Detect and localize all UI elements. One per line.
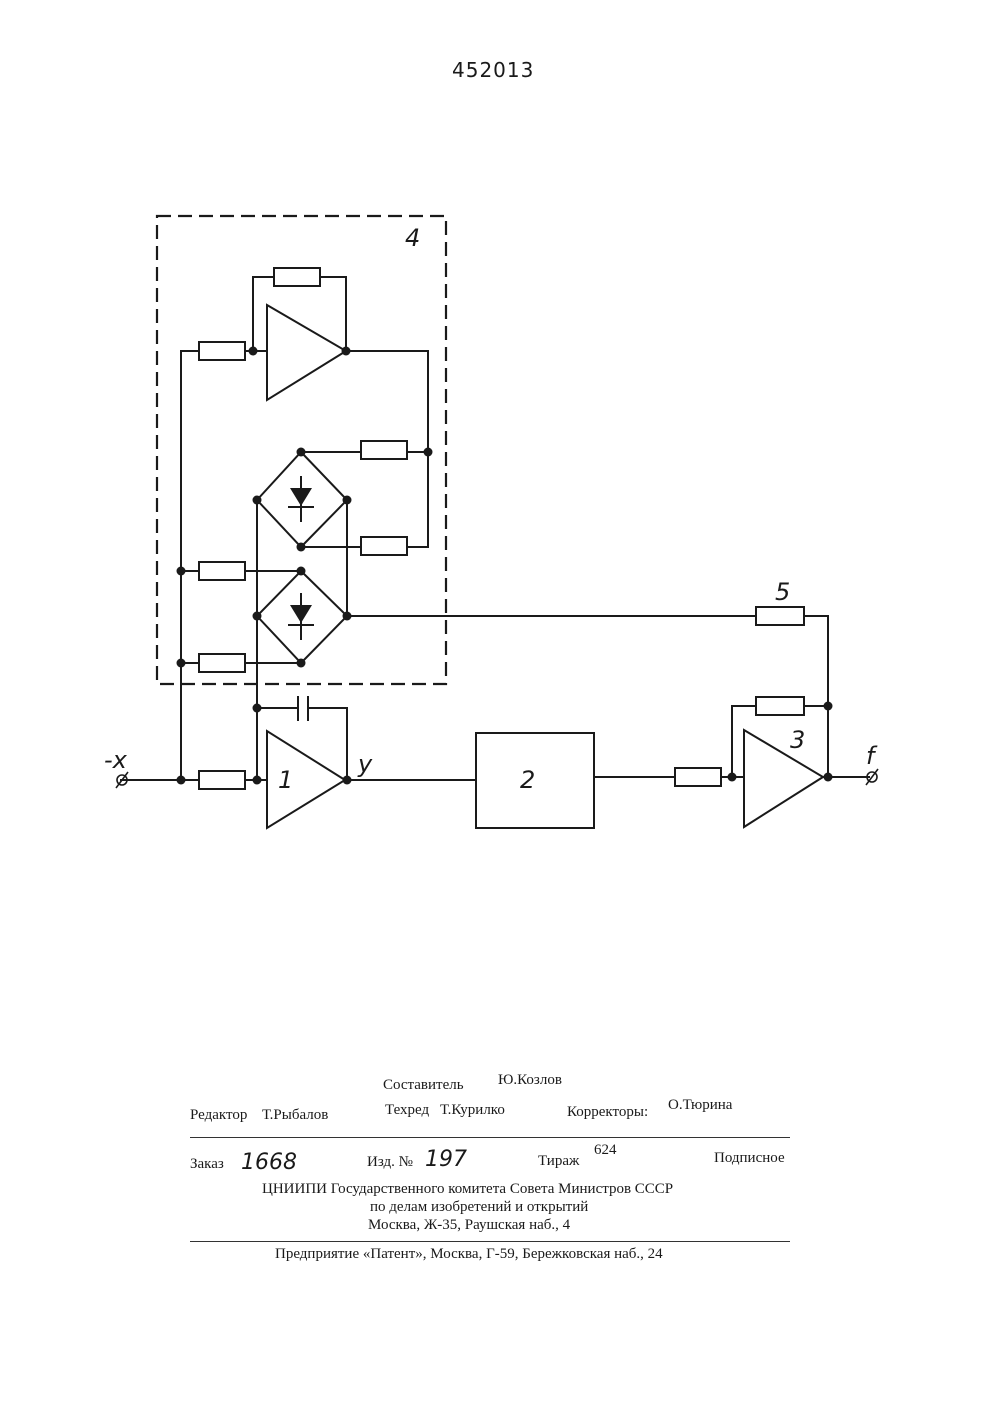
junction-dots <box>177 347 833 785</box>
resistor-5-label: 5 <box>775 578 790 606</box>
inner-amplifier <box>267 305 346 400</box>
bridge-resistor-c <box>199 562 245 580</box>
amp3-input-resistor <box>675 768 721 786</box>
circulation-label: Тираж <box>538 1153 579 1170</box>
resistor-5 <box>756 607 804 625</box>
footer-rule-top <box>190 1137 790 1138</box>
printer-line: Предприятие «Патент», Москва, Г-59, Бере… <box>275 1246 663 1263</box>
compiler-label: Составитель <box>383 1077 464 1094</box>
block-2-label: 2 <box>520 766 535 794</box>
correctors-name: О.Тюрина <box>668 1097 732 1114</box>
limiter-block-label: 4 <box>405 224 420 252</box>
circulation-value: 624 <box>594 1142 617 1159</box>
output-amplifier <box>744 730 823 827</box>
circuit-schematic: 4 5 1 -x y 2 <box>0 0 1000 1000</box>
techred-name: Т.Курилко <box>440 1102 505 1119</box>
org-line-3: Москва, Ж-35, Раушская наб., 4 <box>368 1217 570 1234</box>
techred-label: Техред <box>385 1102 429 1119</box>
input-terminal-label: -x <box>104 746 128 774</box>
org-line-1: ЦНИИПИ Государственного комитета Совета … <box>262 1181 673 1198</box>
edition-value: 197 <box>425 1147 467 1172</box>
subscription-label: Подписное <box>714 1150 785 1167</box>
editor-label: Редактор <box>190 1107 247 1124</box>
footer-rule-bottom <box>190 1241 790 1242</box>
order-value: 1668 <box>241 1150 297 1175</box>
node-y-label: y <box>357 750 373 778</box>
output-terminal-label: f <box>866 742 878 770</box>
feedback-resistor-top <box>274 268 320 286</box>
bridge-resistor-d <box>199 654 245 672</box>
amp3-feedback-resistor <box>756 697 804 715</box>
org-line-2: по делам изобретений и открытий <box>370 1199 588 1216</box>
output-amp-label: 3 <box>790 726 805 754</box>
bridge-resistor-b <box>361 537 407 555</box>
input-resistor-top <box>199 342 245 360</box>
correctors-label: Корректоры: <box>567 1104 648 1121</box>
editor-name: Т.Рыбалов <box>262 1107 328 1124</box>
integrator-label: 1 <box>278 766 293 794</box>
compiler-name: Ю.Козлов <box>498 1072 562 1089</box>
input-resistor <box>199 771 245 789</box>
order-label: Заказ <box>190 1156 224 1173</box>
bridge-resistor-a <box>361 441 407 459</box>
edition-label: Изд. № <box>367 1154 413 1171</box>
